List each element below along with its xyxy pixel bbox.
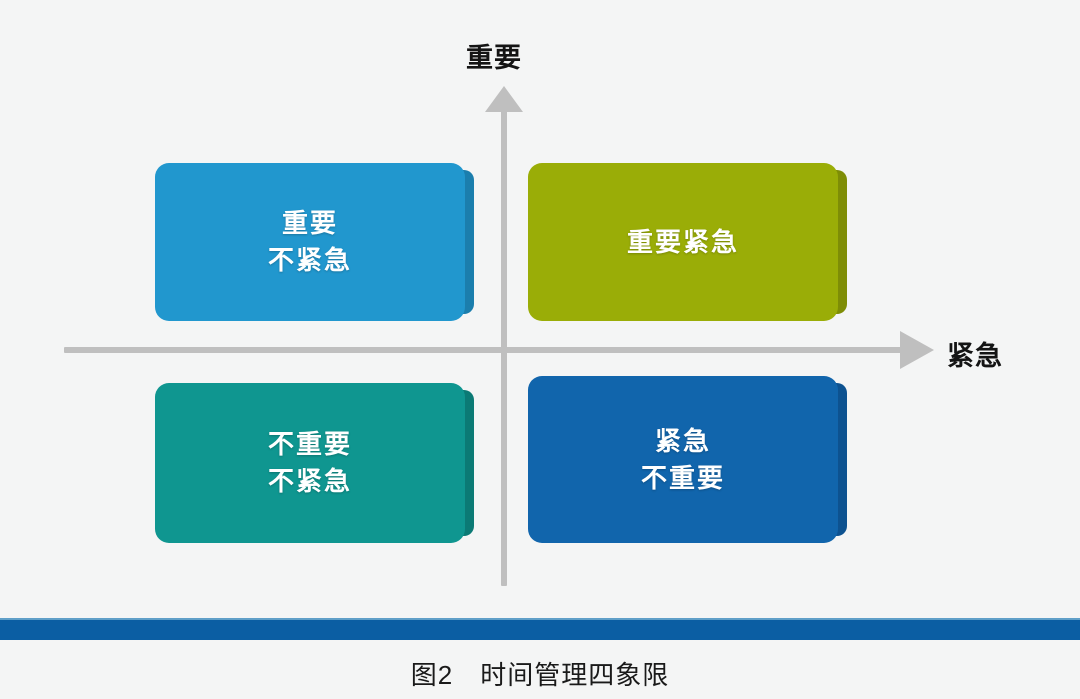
quadrant-label-line: 不紧急 xyxy=(267,466,352,496)
quadrant-label-line: 重要紧急 xyxy=(626,226,739,257)
quadrant-face xyxy=(528,376,838,543)
quadrant-important-urgent[interactable]: 重要紧急 xyxy=(528,163,847,321)
quadrant-label-group: 不重要 不紧急 xyxy=(268,426,352,500)
page-divider-bar xyxy=(0,618,1080,640)
quadrant-label-line: 紧急 xyxy=(654,425,711,456)
quadrant-face xyxy=(155,163,465,321)
horizontal-axis-line xyxy=(64,347,902,353)
quadrant-label-group: 紧急 不重要 xyxy=(641,423,725,497)
x-axis-label: 紧急 xyxy=(947,341,1003,371)
y-axis-label: 重要 xyxy=(466,43,522,73)
vertical-axis-line xyxy=(501,104,507,586)
quadrant-urgent-not-important[interactable]: 紧急 不重要 xyxy=(528,376,847,543)
quadrant-label-line: 不紧急 xyxy=(267,245,352,275)
figure-caption: 图2 时间管理四象限 xyxy=(410,660,670,690)
quadrant-important-not-urgent[interactable]: 重要 不紧急 xyxy=(155,163,474,321)
quadrant-label-group: 重要紧急 xyxy=(627,224,739,261)
quadrant-plot-area: 重要 紧急 重要 不紧急 重要紧急 xyxy=(64,43,1003,586)
quadrant-label-group: 重要 不紧急 xyxy=(268,205,352,279)
quadrant-face xyxy=(155,383,465,543)
quadrant-label-line: 重要 xyxy=(281,208,338,239)
quadrant-face xyxy=(528,163,838,321)
quadrant-label-line: 不重要 xyxy=(640,462,725,493)
quadrant-not-important-not-urgent[interactable]: 不重要 不紧急 xyxy=(155,383,474,543)
right-arrow-icon xyxy=(900,331,934,369)
quadrant-label-line: 不重要 xyxy=(267,429,352,460)
up-arrow-icon xyxy=(485,86,523,112)
